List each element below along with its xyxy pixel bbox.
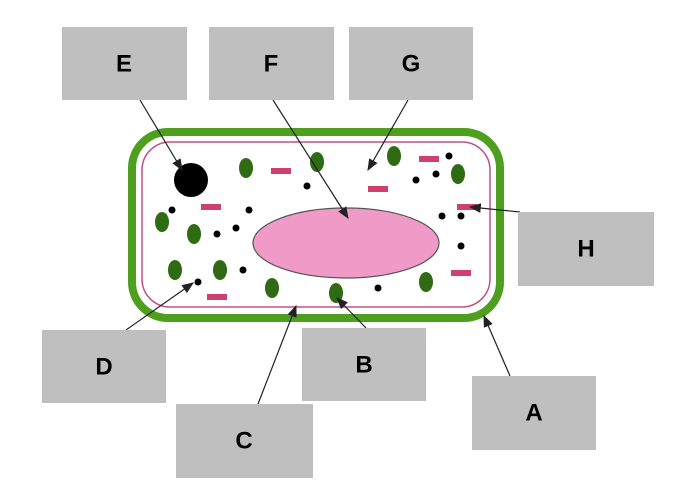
vesicle xyxy=(451,270,471,276)
vesicle xyxy=(368,186,388,192)
vesicle xyxy=(201,204,221,210)
vacuole xyxy=(174,163,208,197)
ribosome-dot xyxy=(445,152,453,160)
arrow xyxy=(483,314,511,377)
ribosome-dot xyxy=(168,206,176,214)
svg-text:G: G xyxy=(402,51,421,78)
chloroplast xyxy=(187,224,201,244)
svg-text:E: E xyxy=(116,51,132,78)
svg-text:A: A xyxy=(525,400,542,427)
arrow xyxy=(367,99,409,172)
ribosome-dot xyxy=(438,212,446,220)
vesicle xyxy=(419,156,439,162)
ribosome-dot xyxy=(303,182,311,190)
vesicles xyxy=(201,156,477,300)
label-box-E: E xyxy=(62,27,187,100)
ribosome-dot xyxy=(432,170,440,178)
label-box-C: C xyxy=(176,404,313,478)
label-box-G: G xyxy=(349,27,473,100)
chloroplast xyxy=(239,158,253,178)
ribosome-dot xyxy=(245,206,253,214)
svg-text:B: B xyxy=(355,352,372,379)
svg-text:C: C xyxy=(235,428,252,455)
label-box-H: H xyxy=(518,212,654,286)
cell-membrane xyxy=(141,141,491,308)
ribosome-dot xyxy=(457,212,465,220)
vesicle xyxy=(271,168,291,174)
label-box-B: B xyxy=(302,328,426,401)
label-box-D: D xyxy=(42,330,166,403)
vesicle xyxy=(457,204,477,210)
chloroplast xyxy=(451,164,465,184)
ribosome-dot xyxy=(374,284,382,292)
arrow xyxy=(257,304,297,405)
arrow xyxy=(336,297,367,329)
svg-text:F: F xyxy=(264,51,279,78)
label-box-A: A xyxy=(472,376,596,450)
chloroplast xyxy=(265,278,279,298)
cell-wall xyxy=(128,128,504,322)
ribosome-dot xyxy=(213,230,221,238)
arrow xyxy=(139,99,183,172)
nucleus xyxy=(252,207,440,279)
chloroplast xyxy=(387,146,401,166)
ribosome-dot xyxy=(232,224,240,232)
arrow xyxy=(468,203,521,213)
chloroplasts xyxy=(155,146,465,303)
ribosome-dot xyxy=(239,266,247,274)
chloroplast xyxy=(329,283,343,303)
arrow xyxy=(272,99,349,220)
pointer-arrows xyxy=(125,99,521,405)
arrow xyxy=(125,282,194,331)
chloroplast xyxy=(168,260,182,280)
chloroplast xyxy=(213,260,227,280)
ribosome-dot xyxy=(412,176,420,184)
svg-text:D: D xyxy=(95,354,112,381)
vesicle xyxy=(207,294,227,300)
chloroplast xyxy=(419,272,433,292)
chloroplast xyxy=(155,212,169,232)
ribosome-dot xyxy=(457,242,465,250)
label-box-F: F xyxy=(209,27,334,100)
chloroplast xyxy=(310,152,324,172)
ribosome-dot xyxy=(194,278,202,286)
svg-text:H: H xyxy=(577,236,594,263)
ribosomes xyxy=(168,152,465,292)
